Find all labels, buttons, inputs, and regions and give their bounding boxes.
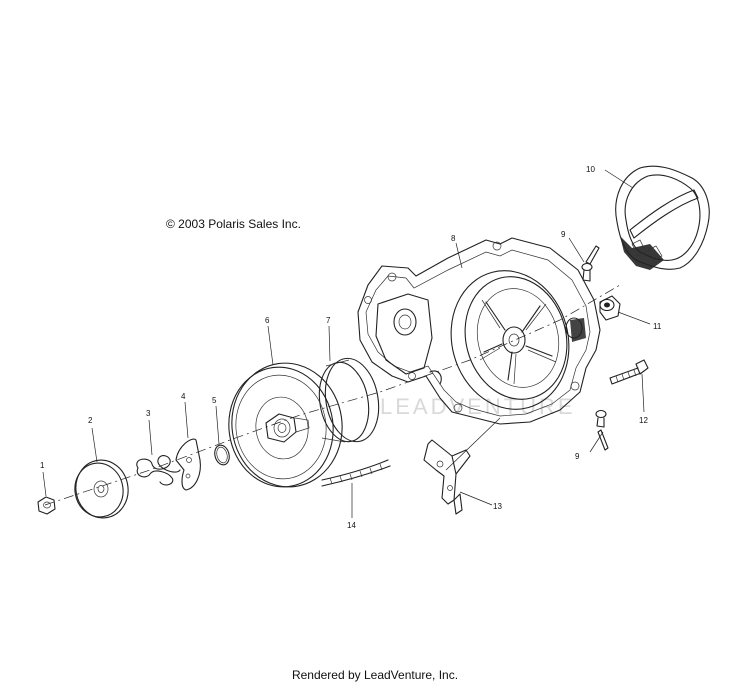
callout-7: 7	[326, 316, 331, 325]
leader-4	[184, 401, 189, 439]
callout-4: 4	[181, 392, 186, 401]
callout-14: 14	[347, 521, 356, 530]
part-12-bolt[interactable]	[609, 359, 649, 385]
leader-7	[328, 325, 331, 362]
leader-11	[617, 311, 651, 325]
leader-2	[91, 427, 98, 463]
part-6-starter-pulley[interactable]	[221, 356, 350, 494]
leader-9b	[589, 431, 604, 453]
leader-12	[641, 373, 645, 413]
callout-11: 11	[653, 322, 662, 331]
leader-8	[455, 242, 463, 269]
watermark-text: LEADVENTURE	[380, 394, 576, 419]
callout-6: 6	[265, 316, 270, 325]
part-9-rivet-lower[interactable]	[595, 409, 609, 451]
leader-5	[215, 405, 220, 445]
part-2-cam[interactable]	[71, 456, 133, 522]
render-credit: Rendered by LeadVenture, Inc.	[291, 668, 459, 682]
callout-13: 13	[493, 502, 502, 511]
part-13-bracket[interactable]	[423, 417, 501, 515]
leader-9a	[568, 237, 585, 263]
leader-13	[459, 491, 493, 506]
part-5-snap-ring[interactable]	[213, 444, 232, 467]
leader-10	[604, 169, 634, 189]
part-14-rope[interactable]	[321, 459, 391, 487]
callout-12: 12	[639, 416, 648, 425]
assembly-axis-line	[44, 284, 621, 506]
callout-9-lower: 9	[575, 452, 580, 461]
leader-6	[267, 325, 274, 366]
callout-5: 5	[212, 396, 217, 405]
leader-1	[42, 471, 47, 497]
callout-10: 10	[586, 165, 595, 174]
callout-9-upper: 9	[561, 230, 566, 239]
leader-3	[148, 419, 153, 456]
part-3-spring[interactable]	[136, 455, 181, 486]
callout-2: 2	[88, 416, 93, 425]
part-1-nut[interactable]	[37, 496, 56, 515]
part-9-rivet-upper[interactable]	[581, 245, 600, 282]
part-7-recoil-spring[interactable]	[313, 354, 384, 446]
part-4-pawl[interactable]	[175, 438, 201, 491]
part-11-bushing[interactable]	[599, 295, 621, 321]
copyright-notice: © 2003 Polaris Sales Inc.	[166, 217, 301, 231]
callout-3: 3	[146, 409, 151, 418]
part-8-starter-housing[interactable]	[357, 237, 601, 425]
callout-8: 8	[451, 234, 456, 243]
callout-1: 1	[40, 461, 45, 470]
part-10-handle[interactable]	[615, 165, 710, 270]
